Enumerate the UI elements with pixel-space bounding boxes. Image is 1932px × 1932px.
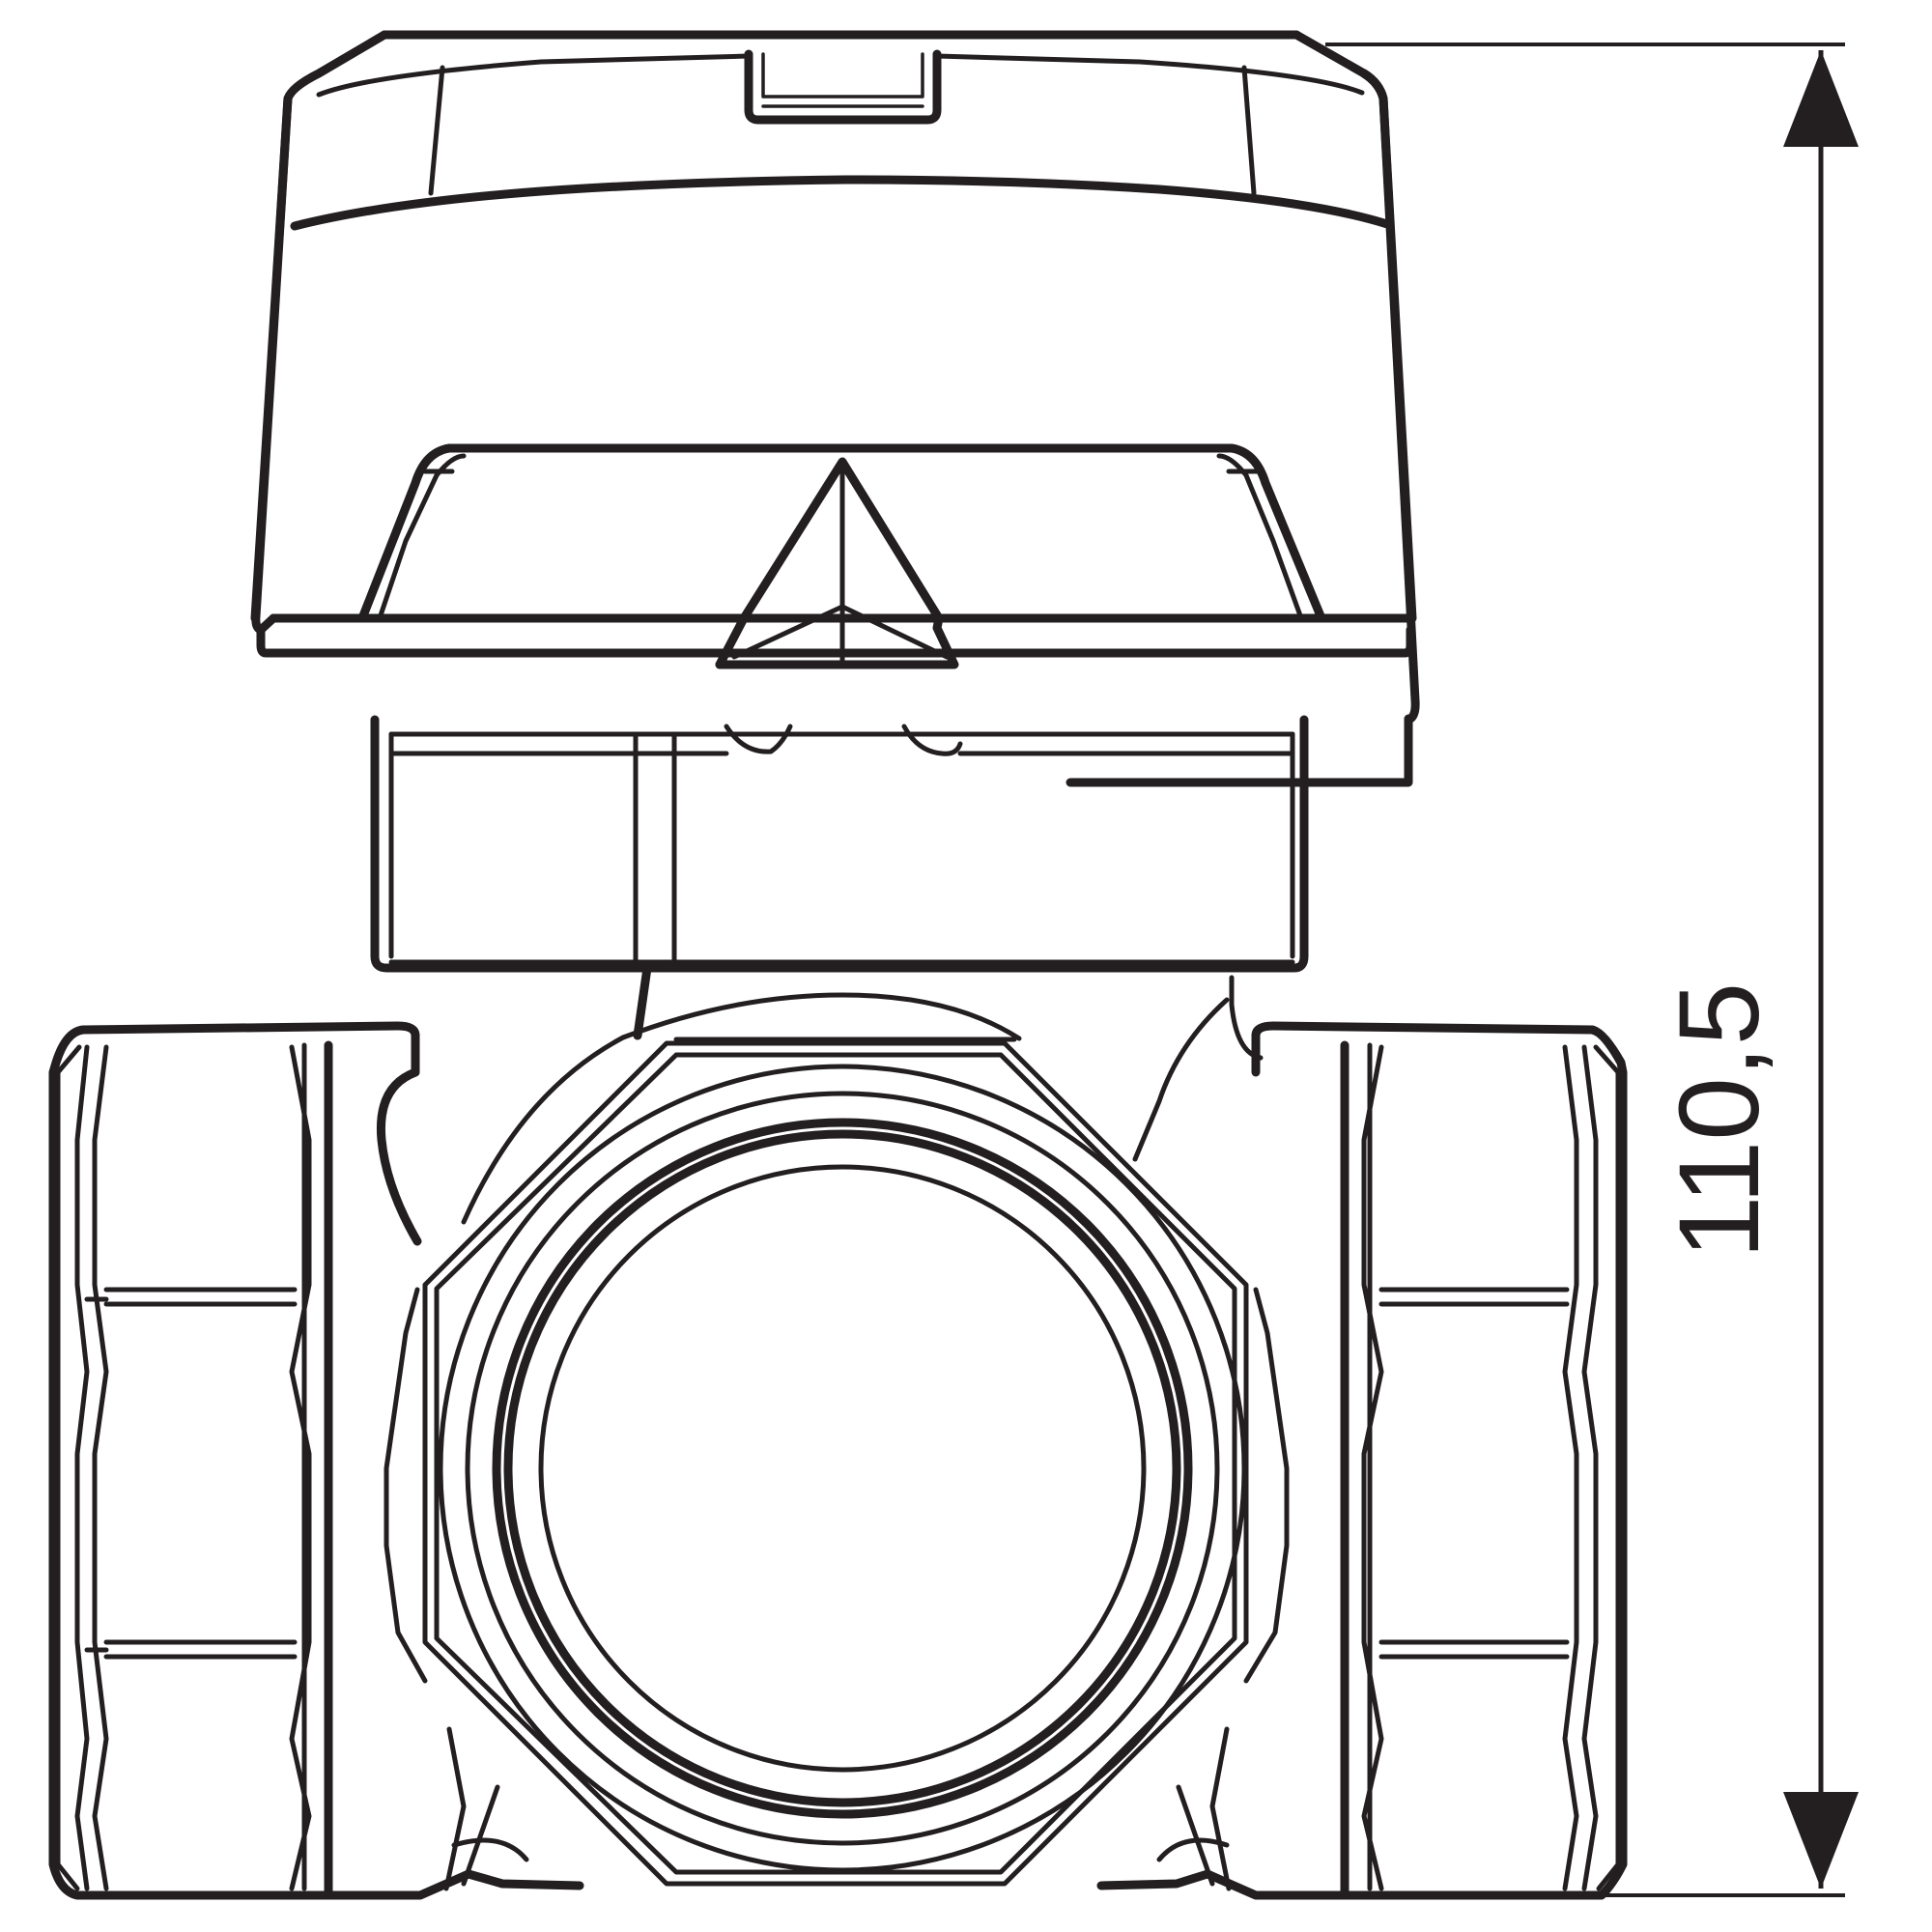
indicator-knob	[357, 443, 1326, 669]
central-body	[376, 963, 1290, 1891]
actuator-cap	[250, 30, 1420, 787]
dimension-arrow-bottom	[1783, 1792, 1859, 1889]
dimension-label: 110,5	[1656, 982, 1783, 1260]
dimension-arrow-top	[1783, 50, 1859, 147]
valve-neck	[370, 715, 1309, 973]
height-dimension: 110,5	[1325, 43, 1859, 1897]
right-hex-end	[1096, 1021, 1628, 1900]
left-hex-end	[48, 1021, 584, 1900]
